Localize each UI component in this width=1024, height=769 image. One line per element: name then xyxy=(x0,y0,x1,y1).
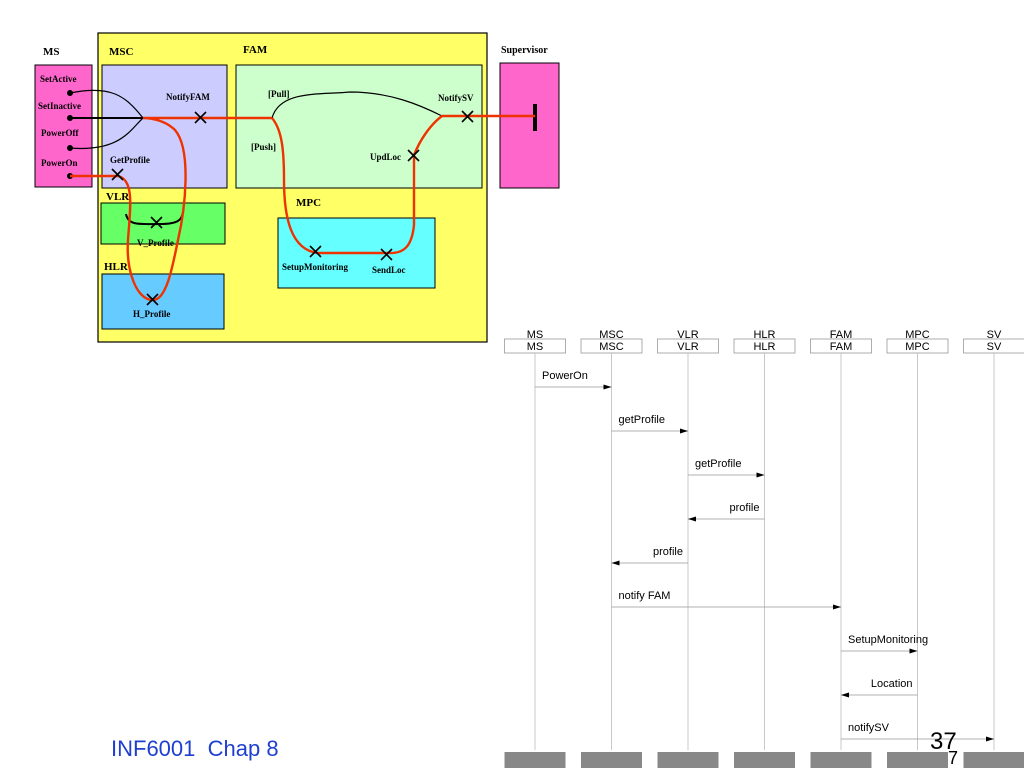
message-label: notifySV xyxy=(848,722,890,734)
ms-port-poweroff: PowerOff xyxy=(41,128,79,138)
fam-box xyxy=(236,65,482,188)
supervisor-title: Supervisor xyxy=(501,45,548,56)
hlr-box xyxy=(102,274,224,329)
lifeline-foot xyxy=(505,752,566,768)
fam-label-notifysv: NotifySV xyxy=(438,93,474,103)
message-label: getProfile xyxy=(619,414,665,426)
msc-label-notifyfam: NotifyFAM xyxy=(166,92,210,102)
msc-title: MSC xyxy=(109,46,134,58)
fam-title: FAM xyxy=(243,44,268,56)
lifeline-label: SV xyxy=(987,341,1002,353)
message-label: PowerOn xyxy=(542,370,588,382)
supervisor-box xyxy=(500,63,559,188)
lifeline-foot xyxy=(734,752,795,768)
message-label: Location xyxy=(871,678,913,690)
message-arrow-head xyxy=(688,517,696,522)
page-number-overlap: 7 xyxy=(948,748,958,769)
mpc-label-sendloc: SendLoc xyxy=(372,265,406,275)
message-arrow-head xyxy=(986,737,994,742)
vlr-label-vprofile: V_Profile xyxy=(137,238,174,248)
message-label: getProfile xyxy=(695,458,741,470)
fam-label-updloc: UpdLoc xyxy=(370,152,401,162)
lifeline-label: MPC xyxy=(905,341,930,353)
ms-port-setinactive: SetInactive xyxy=(38,101,81,111)
mpc-label-setupmonitoring: SetupMonitoring xyxy=(282,262,349,272)
message-arrow-head xyxy=(604,385,612,390)
hlr-label-hprofile: H_Profile xyxy=(133,309,170,319)
ms-title: MS xyxy=(43,46,60,58)
footer-course-code: INF6001 xyxy=(111,736,195,761)
lifeline-label: FAM xyxy=(830,341,853,353)
lifeline-label: HLR xyxy=(753,341,775,353)
message-arrow-head xyxy=(680,429,688,434)
ms-port-poweron: PowerOn xyxy=(41,158,78,168)
footer-course: INF6001 Chap 8 xyxy=(111,736,279,762)
message-arrow-head xyxy=(757,473,765,478)
component-diagram: MS SetActive SetInactive PowerOff PowerO… xyxy=(35,33,559,342)
message-label: SetupMonitoring xyxy=(848,634,928,646)
fam-label-pull: [Pull] xyxy=(268,89,290,99)
message-label: profile xyxy=(730,502,760,514)
mpc-title: MPC xyxy=(296,197,321,209)
lifeline-foot xyxy=(811,752,872,768)
lifeline-label: MSC xyxy=(599,341,624,353)
vlr-title: VLR xyxy=(106,191,130,203)
lifeline-label: MS xyxy=(527,341,544,353)
sequence-diagram: MSMSMSCMSCVLRVLRHLRHLRFAMFAMMPCMPCSVSVPo… xyxy=(505,329,1024,768)
lifeline-foot xyxy=(658,752,719,768)
lifeline-label: VLR xyxy=(677,341,698,353)
message-arrow-head xyxy=(612,561,620,566)
message-arrow-head xyxy=(833,605,841,610)
lifeline-foot xyxy=(581,752,642,768)
ms-port-setactive: SetActive xyxy=(40,74,76,84)
message-label: profile xyxy=(653,546,683,558)
msc-box xyxy=(102,65,227,188)
lifeline-foot xyxy=(964,752,1024,768)
message-arrow-head xyxy=(841,693,849,698)
message-label: notify FAM xyxy=(619,590,671,602)
message-arrow-head xyxy=(910,649,918,654)
msc-label-getprofile: GetProfile xyxy=(110,155,150,165)
fam-label-push: [Push] xyxy=(251,142,276,152)
hlr-title: HLR xyxy=(104,261,129,273)
footer-chapter: Chap 8 xyxy=(208,736,279,761)
